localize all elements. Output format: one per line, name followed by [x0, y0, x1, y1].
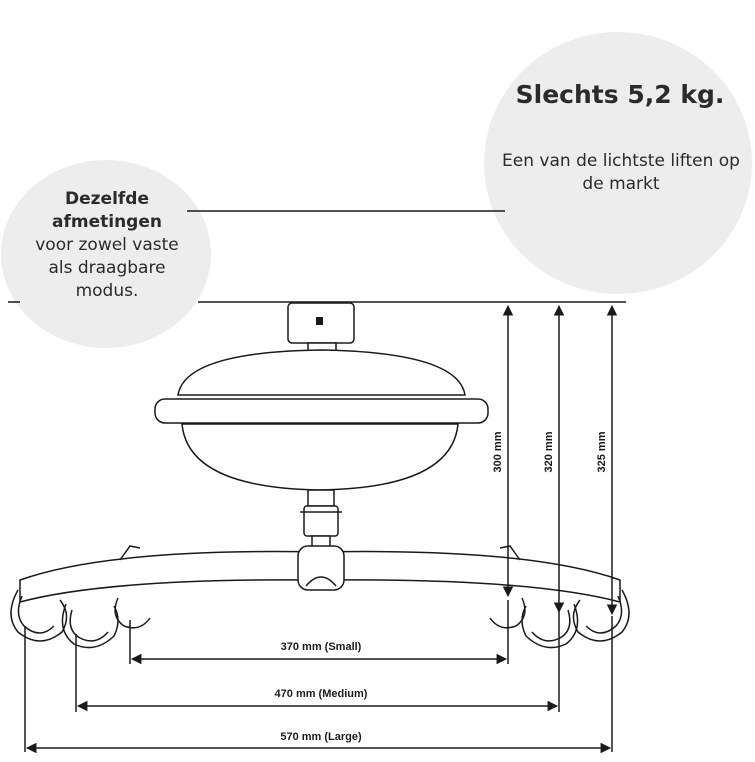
lift-body-top — [177, 349, 466, 396]
lift-body-rim — [154, 398, 489, 424]
right-callout-circle — [484, 32, 752, 294]
left-callout-body: voor zowel vaste als draagbare modus. — [35, 235, 179, 301]
hooks-left — [10, 589, 151, 649]
height-large-label: 325 mm — [596, 431, 608, 472]
lift-body-bottom — [181, 423, 459, 491]
right-callout-title: Slechts 5,2 kg. — [515, 80, 725, 109]
width-large-label: 570 mm (Large) — [280, 731, 362, 743]
height-medium-label: 320 mm — [543, 431, 555, 472]
strap-connector — [303, 505, 339, 537]
height-small-label: 300 mm — [492, 431, 504, 472]
left-callout-text: Dezelfde afmetingen voor zowel vaste als… — [28, 188, 186, 303]
housing-marker — [316, 317, 323, 325]
width-medium-label: 470 mm (Medium) — [275, 688, 368, 700]
left-callout-title-line2: afmetingen — [52, 212, 162, 232]
width-small-label: 370 mm (Small) — [281, 641, 362, 653]
left-callout-title-line1: Dezelfde — [65, 189, 149, 209]
right-callout-body: Een van de lichtste liften op de markt — [502, 151, 740, 194]
spreader-coupler — [297, 545, 345, 591]
left-callout-circle — [1, 160, 211, 348]
hooks-right — [489, 589, 630, 649]
